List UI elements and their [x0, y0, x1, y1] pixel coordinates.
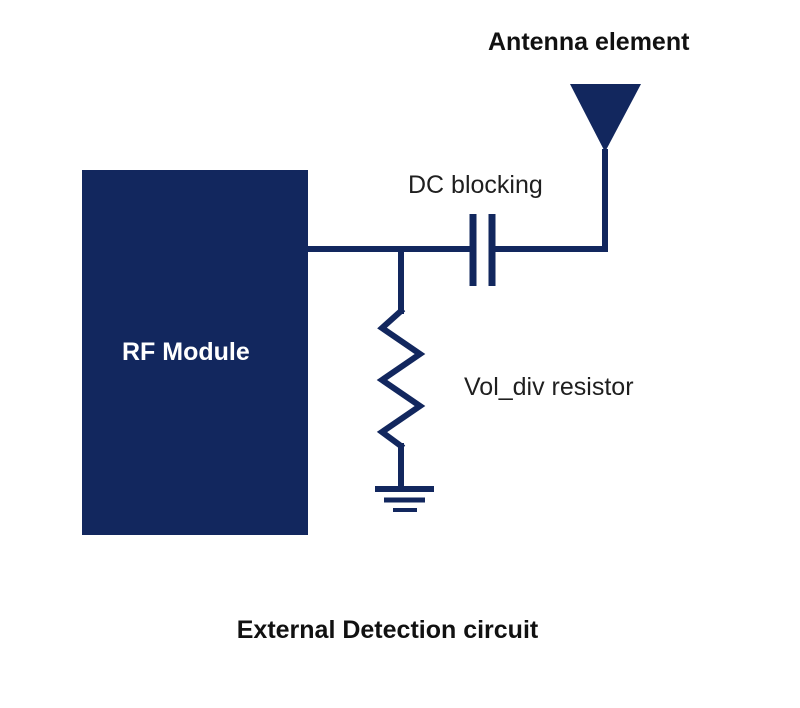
- antenna-label: Antenna element: [488, 28, 690, 56]
- vol-div-resistor-label: Vol_div resistor: [464, 373, 634, 401]
- rf-module-label: RF Module: [122, 338, 250, 366]
- dc-blocking-label: DC blocking: [408, 171, 543, 199]
- ground-icon: [375, 486, 434, 512]
- wire-right: [493, 149, 608, 252]
- resistor-icon: [376, 306, 426, 451]
- capacitor-icon: [469, 214, 496, 286]
- antenna-icon: [570, 84, 641, 152]
- diagram-caption: External Detection circuit: [236, 616, 539, 644]
- rf-module-box: [82, 170, 308, 535]
